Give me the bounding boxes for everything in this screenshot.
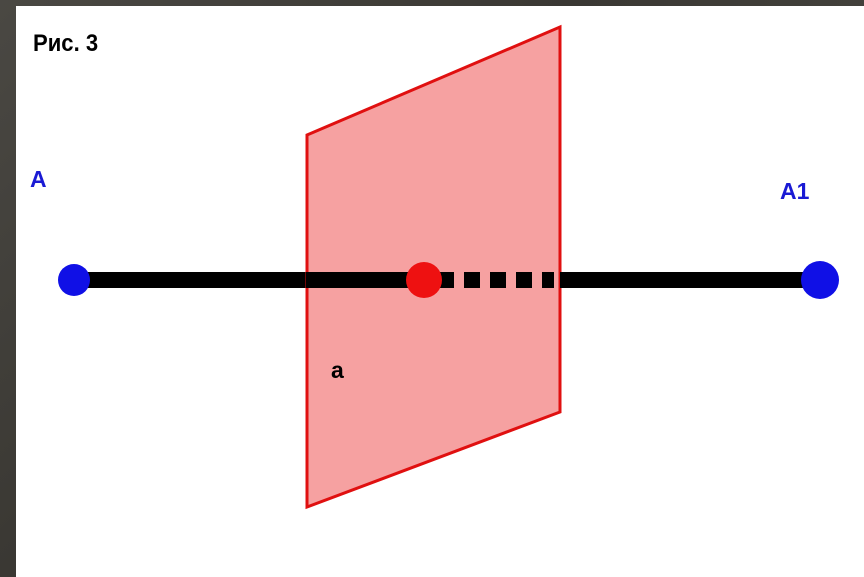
- point-a: [58, 264, 90, 296]
- plane-label: a: [331, 357, 344, 383]
- figure-caption: Рис. 3: [33, 30, 99, 57]
- point-a1-label: A1: [780, 178, 810, 204]
- point-a1: [801, 261, 839, 299]
- point-a-label: A: [30, 166, 47, 192]
- intersection-point: [406, 262, 442, 298]
